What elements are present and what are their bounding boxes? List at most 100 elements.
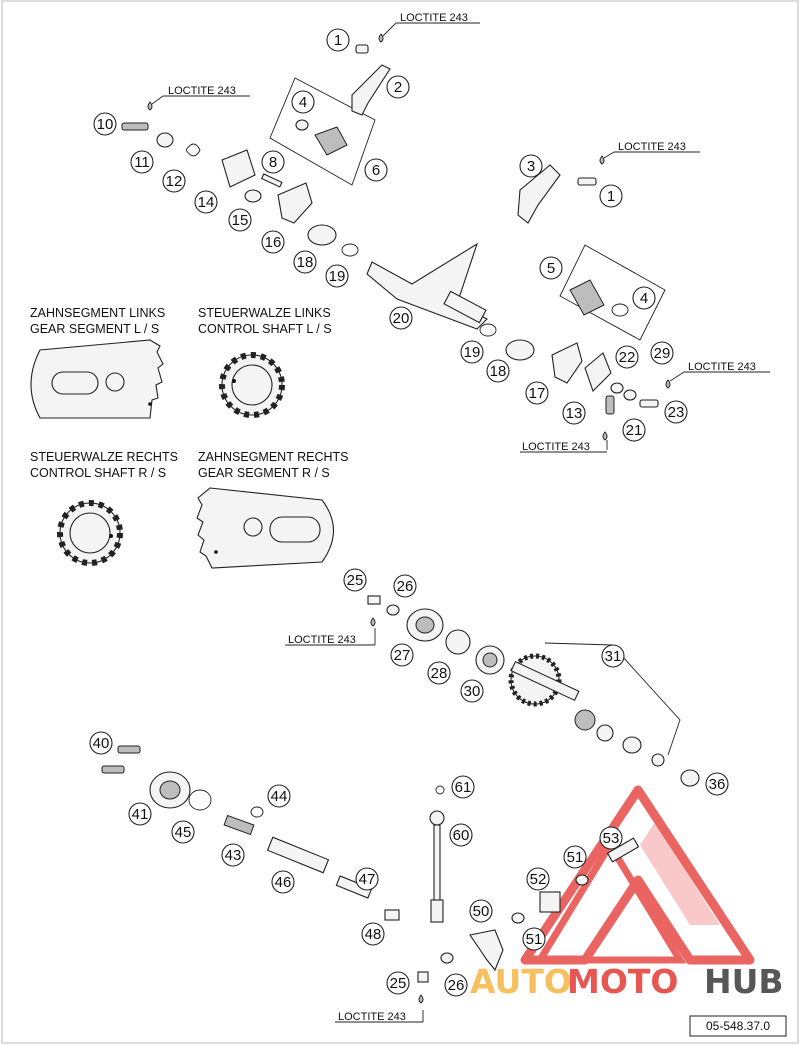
gear-segment-right-drawing <box>196 487 334 569</box>
part-callout-circle <box>444 973 468 997</box>
doc-id: 05-548.37.0 <box>706 1019 770 1033</box>
part-callout-circle <box>615 345 639 369</box>
part-number-label: 50 <box>473 903 490 920</box>
loctite-label-3: LOCTITE 243 <box>618 141 686 153</box>
part-callout-circle <box>599 826 623 850</box>
drive-group-drawing <box>367 595 700 787</box>
loctite-label-6: LOCTITE 243 <box>288 634 356 646</box>
part-callout-circle <box>469 899 493 923</box>
part-number-label: 27 <box>394 647 411 664</box>
caption-gear-segment-left-en: GEAR SEGMENT L / S <box>30 322 159 336</box>
part-callout-circle <box>460 679 484 703</box>
part-number-label: 19 <box>329 268 346 285</box>
part-callout-circle <box>393 574 417 598</box>
loctite-drop-icons <box>147 33 671 1004</box>
loctite-label-2: LOCTITE 243 <box>168 85 236 97</box>
part-callout-circle <box>293 250 317 274</box>
part-callout-circle <box>563 845 587 869</box>
part-number-label: 43 <box>225 847 242 864</box>
part-number-label: 46 <box>275 874 292 891</box>
gear-segment-left-drawing <box>30 339 164 419</box>
part-number-label: 60 <box>453 827 470 844</box>
part-number-label: 12 <box>166 173 183 190</box>
caption-control-shaft-right-de: STEUERWALZE RECHTS <box>30 450 178 464</box>
part-callout-circle <box>343 568 367 592</box>
caption-control-shaft-left-en: CONTROL SHAFT L / S <box>198 322 332 336</box>
part-number-label: 26 <box>397 578 414 595</box>
watermark-logo <box>520 785 755 965</box>
part-callout-circle <box>89 731 113 755</box>
part-number-label: 18 <box>297 254 314 271</box>
caption-gear-segment-left-de: ZAHNSEGMENT LINKS <box>30 306 165 320</box>
group-31-bracket <box>544 642 681 756</box>
part-callout-circle <box>361 922 385 946</box>
part-callout-circle <box>261 150 285 174</box>
watermark-text-hub: HUB <box>704 962 784 1001</box>
caption-gear-segment-right-de: ZAHNSEGMENT RECHTS <box>198 450 348 464</box>
part-number-label: 25 <box>347 572 364 589</box>
part-callout-circle <box>267 784 291 808</box>
part-callout-circle <box>622 418 646 442</box>
part-callout-circle <box>519 154 543 178</box>
part-callout-circle <box>364 158 388 182</box>
doc-id-box <box>689 1015 787 1037</box>
part-callout-circle <box>562 401 586 425</box>
part-callout-circle <box>291 90 315 114</box>
part-number-label: 52 <box>530 871 547 888</box>
part-drawings <box>121 44 659 415</box>
part-callout-circle <box>599 184 623 208</box>
loctite-label-4: LOCTITE 243 <box>688 361 756 373</box>
part-callout-circle <box>386 75 410 99</box>
part-callout-circle <box>130 150 154 174</box>
part-callout-circle <box>271 870 295 894</box>
part-number-label: 36 <box>709 776 726 793</box>
part-callout-circle <box>389 306 413 330</box>
part-number-label: 1 <box>334 32 342 49</box>
part-number-label: 51 <box>526 931 543 948</box>
part-number-label: 41 <box>132 806 149 823</box>
part-callout-circle <box>632 286 656 310</box>
part-callout-circle <box>486 359 510 383</box>
part-callout-circle <box>664 400 688 424</box>
part-callout-circle <box>128 802 152 826</box>
part-callout-circle <box>460 340 484 364</box>
part-number-label: 10 <box>97 116 114 133</box>
part-number-label: 21 <box>626 422 643 439</box>
part-number-label: 4 <box>299 94 307 111</box>
loctite-label-5: LOCTITE 243 <box>522 441 590 453</box>
control-shaft-right-drawing <box>57 500 123 566</box>
part-number-label: 44 <box>271 788 288 805</box>
part-number-label: 61 <box>455 779 472 796</box>
part-number-label: 3 <box>527 158 535 175</box>
part-number-label: 14 <box>198 194 215 211</box>
assembly-box-right <box>559 244 666 341</box>
part-callout-circle <box>390 643 414 667</box>
caption-gear-segment-right-en: GEAR SEGMENT R / S <box>198 466 330 480</box>
part-number-label: 51 <box>567 849 584 866</box>
part-callout-circle <box>449 823 473 847</box>
part-number-label: 45 <box>175 824 192 841</box>
part-number-label: 13 <box>566 405 583 422</box>
part-callout-circle <box>539 256 563 280</box>
part-number-label: 53 <box>603 830 620 847</box>
part-number-label: 48 <box>365 926 382 943</box>
part-callout-circle <box>427 661 451 685</box>
part-number-label: 15 <box>232 212 249 229</box>
part-callout-circle <box>650 341 674 365</box>
part-callout-circle <box>522 927 546 951</box>
part-number-label: 22 <box>619 349 636 366</box>
part-number-label: 18 <box>490 363 507 380</box>
part-number-label: 26 <box>448 977 465 994</box>
watermark-text: AUTO MOTO HUB <box>470 962 784 1001</box>
part-number-label: 16 <box>265 234 282 251</box>
loctite-label-7: LOCTITE 243 <box>338 1011 406 1023</box>
part-number-label: 2 <box>394 79 402 96</box>
part-callout-circle <box>93 112 117 136</box>
caption-control-shaft-right-en: CONTROL SHAFT R / S <box>30 466 166 480</box>
part-callout-circle <box>601 644 625 668</box>
caption-control-shaft-left-de: STEUERWALZE LINKS <box>198 306 331 320</box>
part-callout-circle <box>194 190 218 214</box>
part-callout-circle <box>261 230 285 254</box>
part-number-label: 1 <box>607 188 615 205</box>
